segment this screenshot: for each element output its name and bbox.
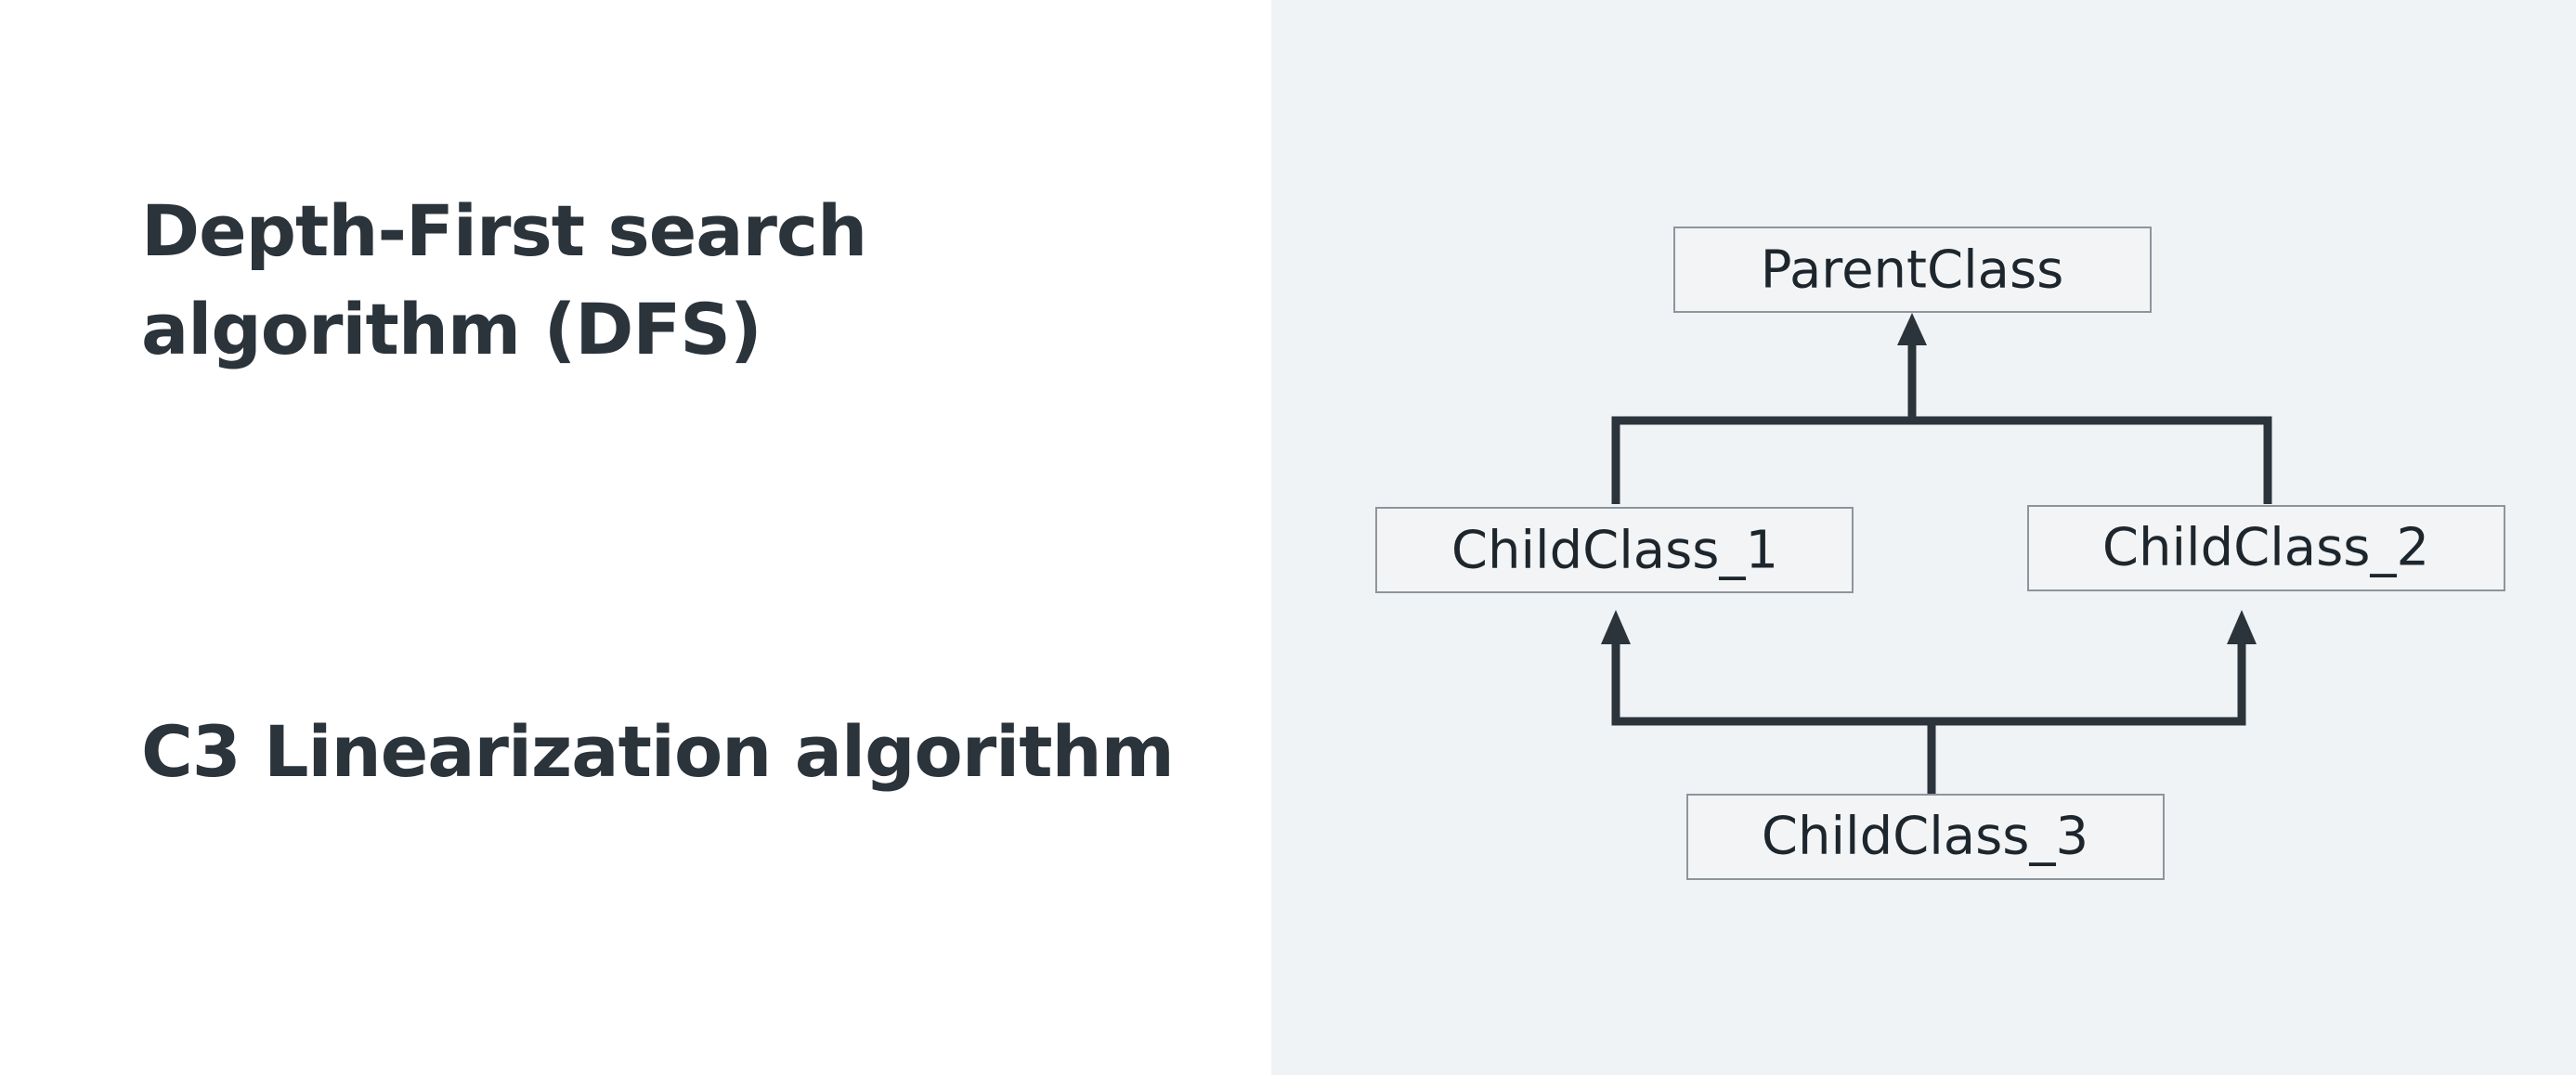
- node-child-class-2-box: [2027, 505, 2505, 591]
- arrowhead-parent: [1897, 313, 1927, 345]
- dfs-heading-line-2: algorithm (DFS): [141, 288, 762, 370]
- node-child-class-1: ChildClass_1: [1375, 507, 1854, 593]
- arrowhead-child2: [2227, 610, 2257, 644]
- node-child-class-1-box: [1375, 507, 1854, 593]
- node-child-class-2-label: ChildClass_2: [2102, 518, 2429, 578]
- node-parent-class-box: [1673, 227, 2152, 313]
- connector-children-to-parent: [1611, 416, 2272, 504]
- node-child-class-3: ChildClass_3: [1686, 794, 2165, 880]
- node-child-class-3-label: ChildClass_3: [1762, 807, 2088, 867]
- left-panel: Depth-First search algorithm (DFS) C3 Li…: [0, 0, 1271, 1075]
- c3-heading: C3 Linearization algorithm: [141, 710, 1175, 793]
- node-parent-class-label: ParentClass: [1761, 240, 2064, 301]
- node-parent-class: ParentClass: [1673, 227, 2152, 313]
- node-child-class-2: ChildClass_2: [2027, 505, 2505, 591]
- connector-child3-branches: [1611, 644, 2246, 726]
- arrowhead-child1: [1601, 610, 1631, 644]
- node-child-class-1-label: ChildClass_1: [1451, 521, 1778, 581]
- dfs-heading-line-1: Depth-First search: [141, 189, 867, 272]
- dfs-heading: Depth-First search algorithm (DFS): [141, 182, 867, 379]
- node-child-class-3-box: [1686, 794, 2165, 880]
